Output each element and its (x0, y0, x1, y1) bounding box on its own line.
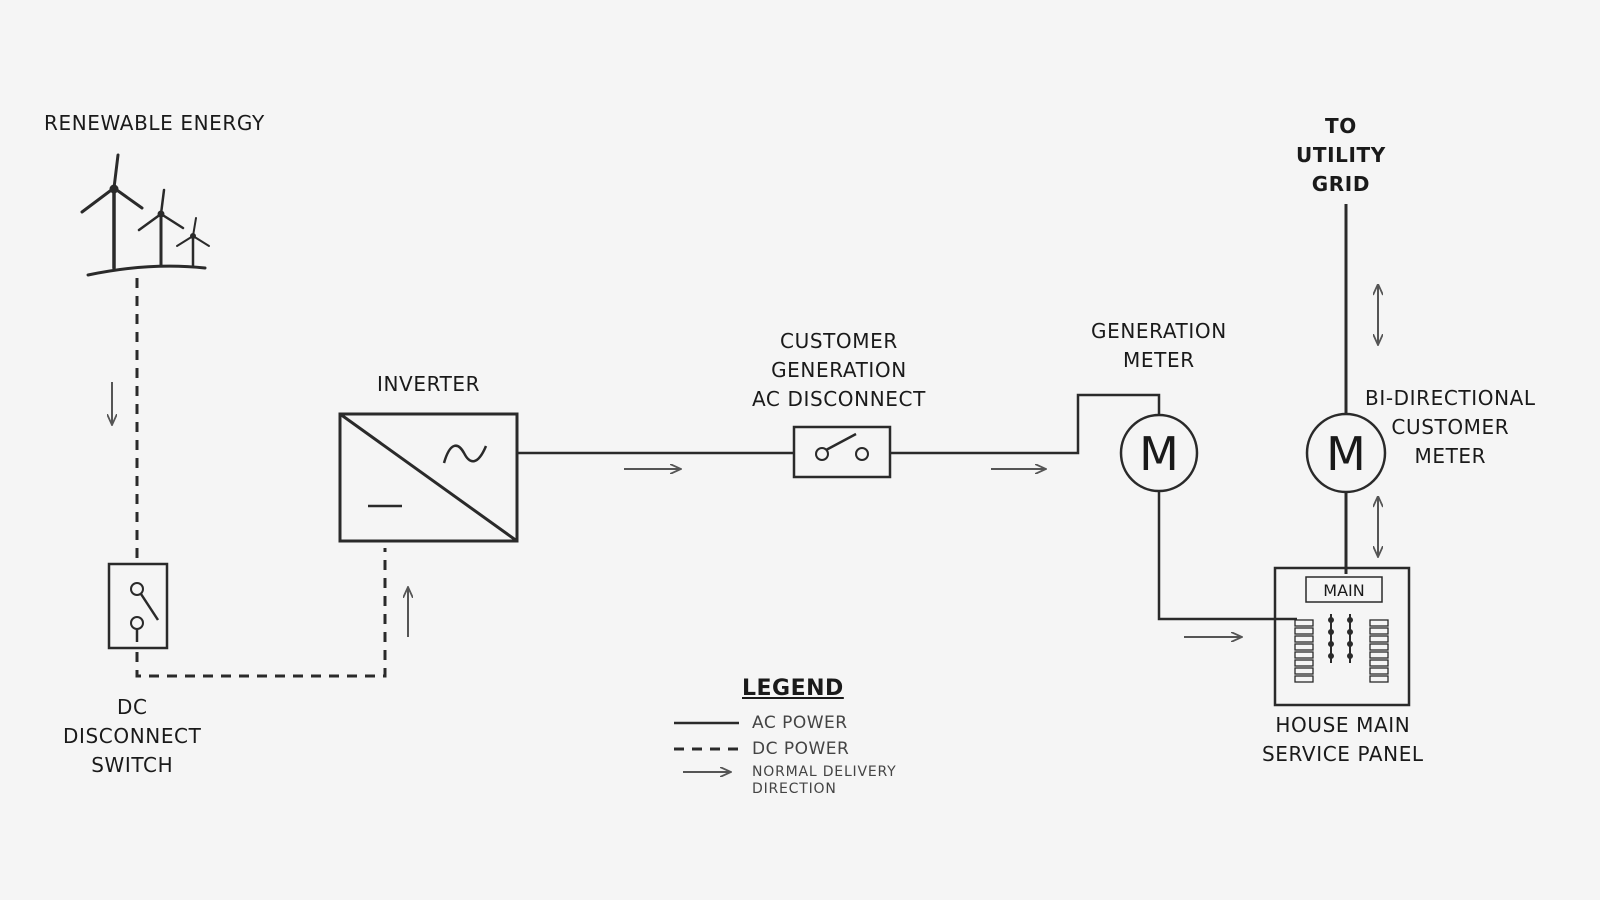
house-main-service-panel-icon: MAIN (1273, 566, 1411, 707)
dc-disconnect-label: DC DISCONNECT SWITCH (63, 695, 202, 777)
legend-delivery-direction: NORMAL DELIVERY DIRECTION (752, 764, 897, 797)
breaker-icon (1294, 619, 1314, 683)
generation-meter-icon: M (1119, 413, 1199, 493)
dc-disconnect-switch-icon (107, 562, 169, 650)
dc-line-switch-inverter (135, 548, 387, 678)
ac-line (1157, 491, 1297, 621)
utility-grid-label: TO UTILITY GRID (1296, 114, 1386, 196)
ac-disconnect-label: CUSTOMER GENERATION AC DISCONNECT (752, 329, 926, 411)
breaker-icon (1369, 619, 1389, 683)
legend-dc-power: DC POWER (752, 739, 850, 759)
ac-line (890, 393, 1161, 455)
legend-symbols (674, 721, 739, 772)
house-panel-label: HOUSE MAIN SERVICE PANEL (1262, 713, 1424, 766)
wind-turbine-icon (80, 153, 210, 277)
bidirectional-meter-label: BI-DIRECTIONAL CUSTOMER METER (1365, 386, 1536, 468)
ac-disconnect-icon (792, 425, 892, 479)
legend-title: LEGEND (742, 676, 844, 701)
meter-symbol: M (1139, 427, 1179, 481)
inverter-label: INVERTER (377, 372, 481, 396)
generation-meter-label: GENERATION METER (1091, 319, 1227, 372)
panel-main-label: MAIN (1323, 581, 1364, 600)
breaker-icon (1328, 614, 1353, 663)
legend-ac-power: AC POWER (752, 713, 848, 733)
inverter-icon (338, 412, 519, 543)
renewable-energy-label: RENEWABLE ENERGY (44, 111, 265, 135)
meter-symbol: M (1326, 427, 1366, 481)
